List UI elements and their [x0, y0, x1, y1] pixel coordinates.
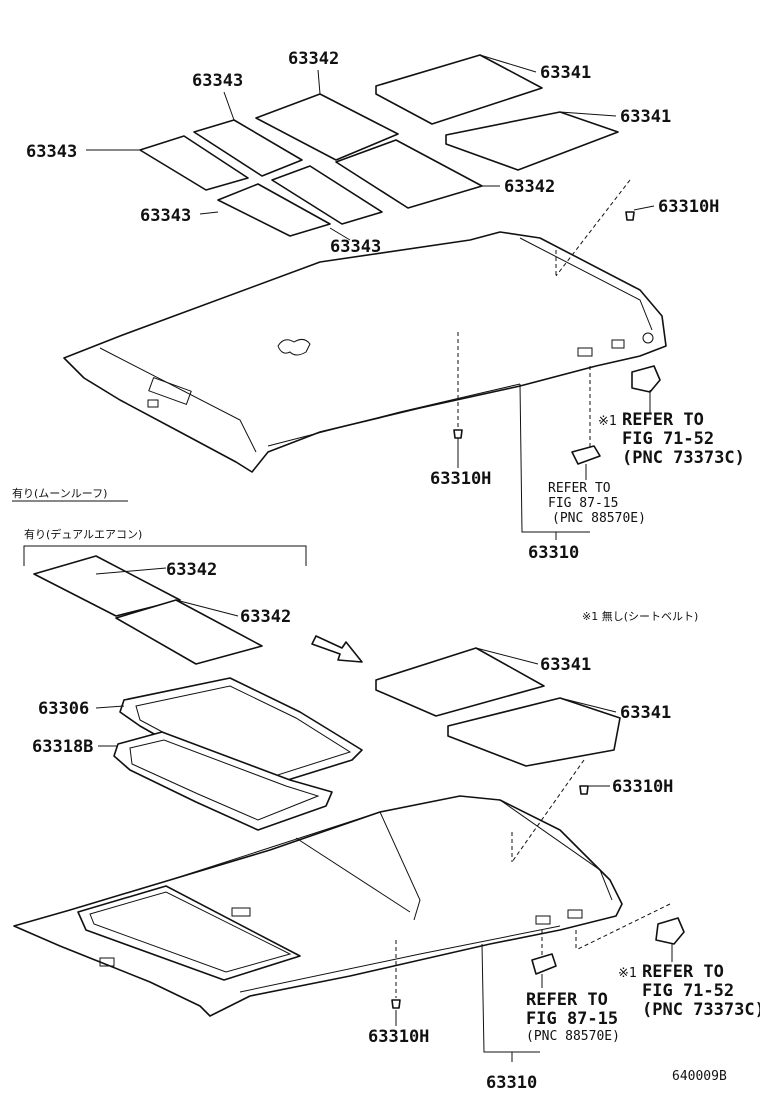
- ref-bottom-2-line1: REFER TO: [526, 990, 608, 1010]
- top-leaders: [86, 54, 655, 540]
- clip-63310H-top-b-icon: [453, 429, 463, 439]
- dual-aircon-bracket: [23, 545, 307, 566]
- label-63343-top-c: 63343: [140, 206, 191, 226]
- clip-63310H-bottom-a-icon: [579, 785, 589, 795]
- label-63342-bottom-a: 63342: [166, 560, 217, 580]
- label-63342-top-b: 63342: [504, 177, 555, 197]
- top-pads: [139, 54, 619, 237]
- label-63310H-top-a: 63310H: [658, 197, 719, 217]
- direction-arrow-icon: [311, 635, 363, 663]
- label-63306: 63306: [38, 699, 89, 719]
- label-63343-top-a: 63343: [192, 71, 243, 91]
- headliner-top-body: [63, 231, 667, 473]
- note-seatbelt: ※1 無し(シートベルト): [582, 609, 698, 623]
- frame-63318B: [113, 731, 333, 831]
- moonroof-cut-top: [277, 338, 311, 356]
- ref-top-2-line1: REFER TO: [548, 481, 611, 496]
- clip-63310H-bottom-b-icon: [391, 999, 401, 1009]
- clip-63310H-top-a-icon: [625, 211, 635, 221]
- ref-top-1-line1: REFER TO: [622, 410, 704, 430]
- lamp-88570e-top-icon: [571, 445, 601, 465]
- ref-bottom-1-line2: FIG 71-52: [642, 981, 734, 1001]
- label-63310-bottom: 63310: [486, 1073, 537, 1093]
- retractor-cover-73373c-bottom-icon: [655, 917, 685, 945]
- pad-63343-b: [139, 135, 249, 191]
- label-63318B: 63318B: [32, 737, 93, 757]
- bottom-headliner: [13, 795, 623, 1017]
- label-63341-top-b: 63341: [620, 107, 671, 127]
- bottom-leaders: [95, 567, 673, 1062]
- label-63310H-top-b: 63310H: [430, 469, 491, 489]
- ref-bottom-1-line1: REFER TO: [642, 962, 724, 982]
- ref-bottom-2-line2: FIG 87-15: [526, 1009, 618, 1029]
- pad-63341-lower: [445, 111, 619, 171]
- ref-mark-bottom: ※1: [618, 966, 637, 981]
- label-63343-top-b: 63343: [26, 142, 77, 162]
- label-63341-bottom-a: 63341: [540, 655, 591, 675]
- diagram-id: 640009B: [672, 1069, 727, 1084]
- pad-63343-c: [217, 183, 331, 237]
- label-63343-top-d: 63343: [330, 237, 381, 257]
- pad-63342-bottom-a: [33, 555, 181, 617]
- retractor-cover-73373c-top-icon: [631, 365, 661, 393]
- label-63342-bottom-b: 63342: [240, 607, 291, 627]
- note-moonroof: 有り(ムーンルーフ): [12, 486, 107, 500]
- label-63342-top-a: 63342: [288, 49, 339, 69]
- label-63341-top-a: 63341: [540, 63, 591, 83]
- headliner-bottom-body: [13, 795, 623, 1017]
- pad-63342-bottom-b: [115, 599, 263, 665]
- ref-bottom-2-line3: (PNC 88570E): [526, 1029, 620, 1044]
- pad-63341-bottom-b: [447, 697, 621, 767]
- lamp-88570e-bottom-icon: [531, 953, 557, 975]
- ref-top-1-line3: (PNC 73373C): [622, 448, 745, 468]
- ref-mark-top: ※1: [598, 414, 617, 429]
- label-63341-bottom-b: 63341: [620, 703, 671, 723]
- ref-top-1-line2: FIG 71-52: [622, 429, 714, 449]
- top-headliner: [63, 231, 667, 473]
- sunshade-63306: [119, 677, 363, 789]
- label-63310H-bottom-b: 63310H: [368, 1027, 429, 1047]
- pad-63341-upper: [375, 54, 543, 125]
- pad-63343-d: [271, 165, 383, 225]
- pad-63341-bottom-a: [375, 647, 545, 717]
- bottom-pads: [33, 555, 621, 767]
- label-63310H-bottom-a: 63310H: [612, 777, 673, 797]
- ref-bottom-1-line3: (PNC 73373C): [642, 1000, 760, 1020]
- headliner-top-edge: [99, 347, 257, 453]
- pad-63343-a: [193, 119, 303, 177]
- pad-63342-upper: [255, 93, 399, 161]
- moonroof-opening: [77, 885, 301, 981]
- ref-top-2-line3: (PNC 88570E): [552, 511, 646, 526]
- note-dual-aircon: 有り(デュアルエアコン): [24, 527, 142, 541]
- label-63310-top: 63310: [528, 543, 579, 563]
- ref-top-2-line2: FIG 87-15: [548, 496, 618, 511]
